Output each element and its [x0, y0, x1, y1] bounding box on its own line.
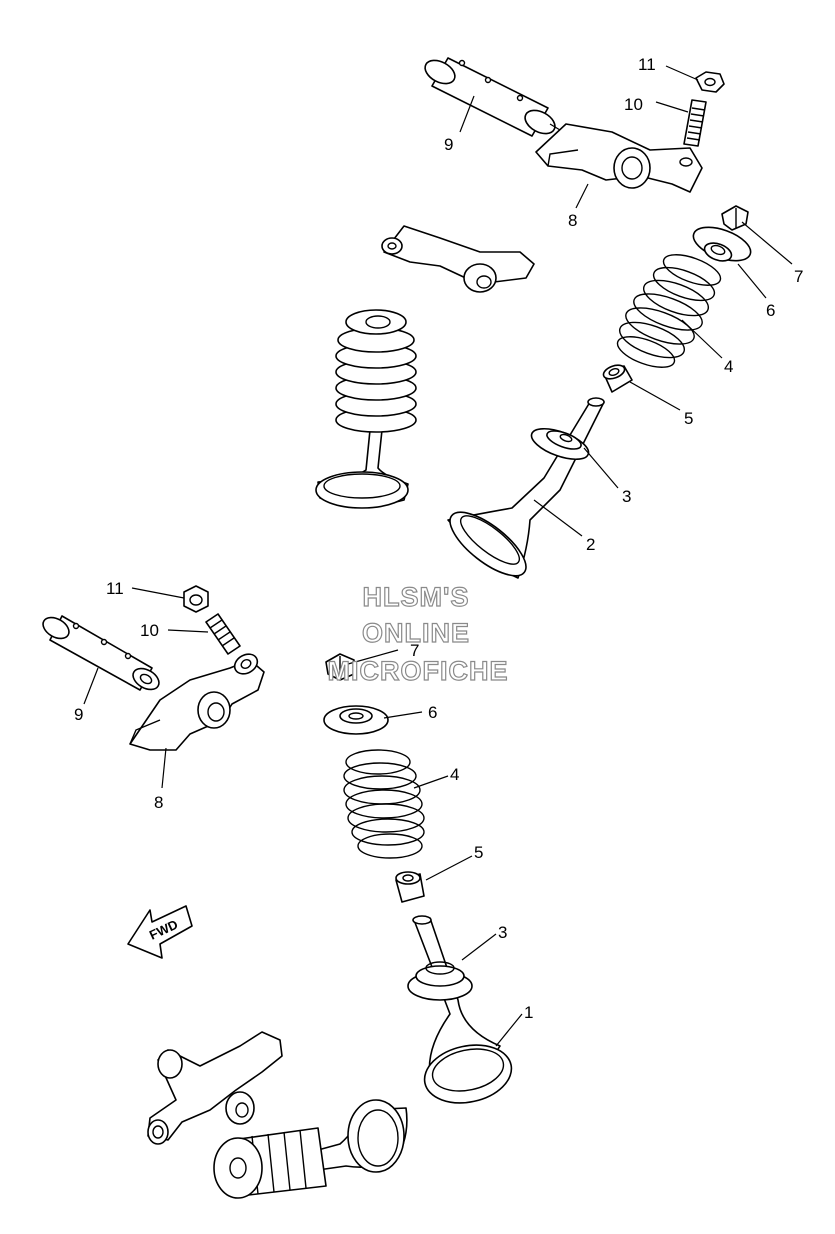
callout-7-lower: 7: [410, 641, 419, 660]
stem-seal-lower: [395, 871, 425, 903]
fwd-arrow-icon: FWD: [127, 905, 193, 959]
rocker-shaft-upper: [424, 57, 556, 137]
valve-spring-assembled-lower: [213, 1099, 408, 1199]
callout-labels: 11 10 9 8 7 6 4 5 3 2 11 10 9 8 7 6 4 5 …: [74, 55, 803, 1022]
spring-retainer-upper: [692, 226, 752, 262]
stem-seal-upper: [602, 364, 633, 393]
rocker-arm-assembled-upper: [381, 225, 535, 293]
callout-6-upper: 6: [766, 301, 775, 320]
callout-9-upper: 9: [444, 135, 453, 154]
rocker-shaft-lower: [42, 615, 160, 691]
callout-2-upper: 2: [586, 535, 595, 554]
spring-seat-upper: [530, 427, 590, 461]
callout-5-upper: 5: [684, 409, 693, 428]
callout-11-lower: 11: [106, 579, 124, 598]
watermark-line-1: HLSM'S: [363, 582, 470, 612]
valve-lower: [412, 915, 513, 1104]
callout-11-upper: 11: [638, 55, 656, 74]
callout-1-lower: 1: [524, 1003, 533, 1022]
rocker-arm-upper: [535, 123, 703, 193]
callout-8-lower: 8: [154, 793, 163, 812]
callout-3-lower: 3: [498, 923, 507, 942]
callout-7-upper: 7: [794, 267, 803, 286]
callout-3-upper: 3: [622, 487, 631, 506]
lock-nut-lower: [183, 585, 209, 613]
adjusting-screw-lower: [205, 613, 241, 655]
valve-spring-assembled-upper: [315, 309, 417, 509]
callout-4-lower: 4: [450, 765, 459, 784]
valve-cotter-lower: [325, 653, 355, 681]
rocker-arm-assembled-lower: [147, 1031, 283, 1145]
callout-5-lower: 5: [474, 843, 483, 862]
callout-8-upper: 8: [568, 211, 577, 230]
valve-upper: [447, 397, 605, 579]
watermark-line-2: ONLINE: [362, 618, 470, 648]
watermark: HLSM'S ONLINE MICROFICHE: [327, 581, 509, 686]
callout-6-lower: 6: [428, 703, 437, 722]
valve-spring-lower: [343, 749, 425, 859]
adjusting-screw-upper: [683, 99, 707, 147]
spring-seat-lower: [407, 961, 473, 1001]
callout-10-upper: 10: [624, 95, 643, 114]
valve-cotter-upper: [721, 205, 749, 231]
watermark-line-3: MICROFICHE: [328, 656, 509, 686]
lock-nut-upper: [695, 71, 725, 93]
rocker-arm-lower: [129, 653, 265, 751]
callout-10-lower: 10: [140, 621, 159, 640]
spring-retainer-lower: [323, 705, 389, 735]
callout-9-lower: 9: [74, 705, 83, 724]
callout-4-upper: 4: [724, 357, 733, 376]
leader-lines: [83, 65, 793, 1047]
valve-spring-upper: [616, 254, 722, 368]
